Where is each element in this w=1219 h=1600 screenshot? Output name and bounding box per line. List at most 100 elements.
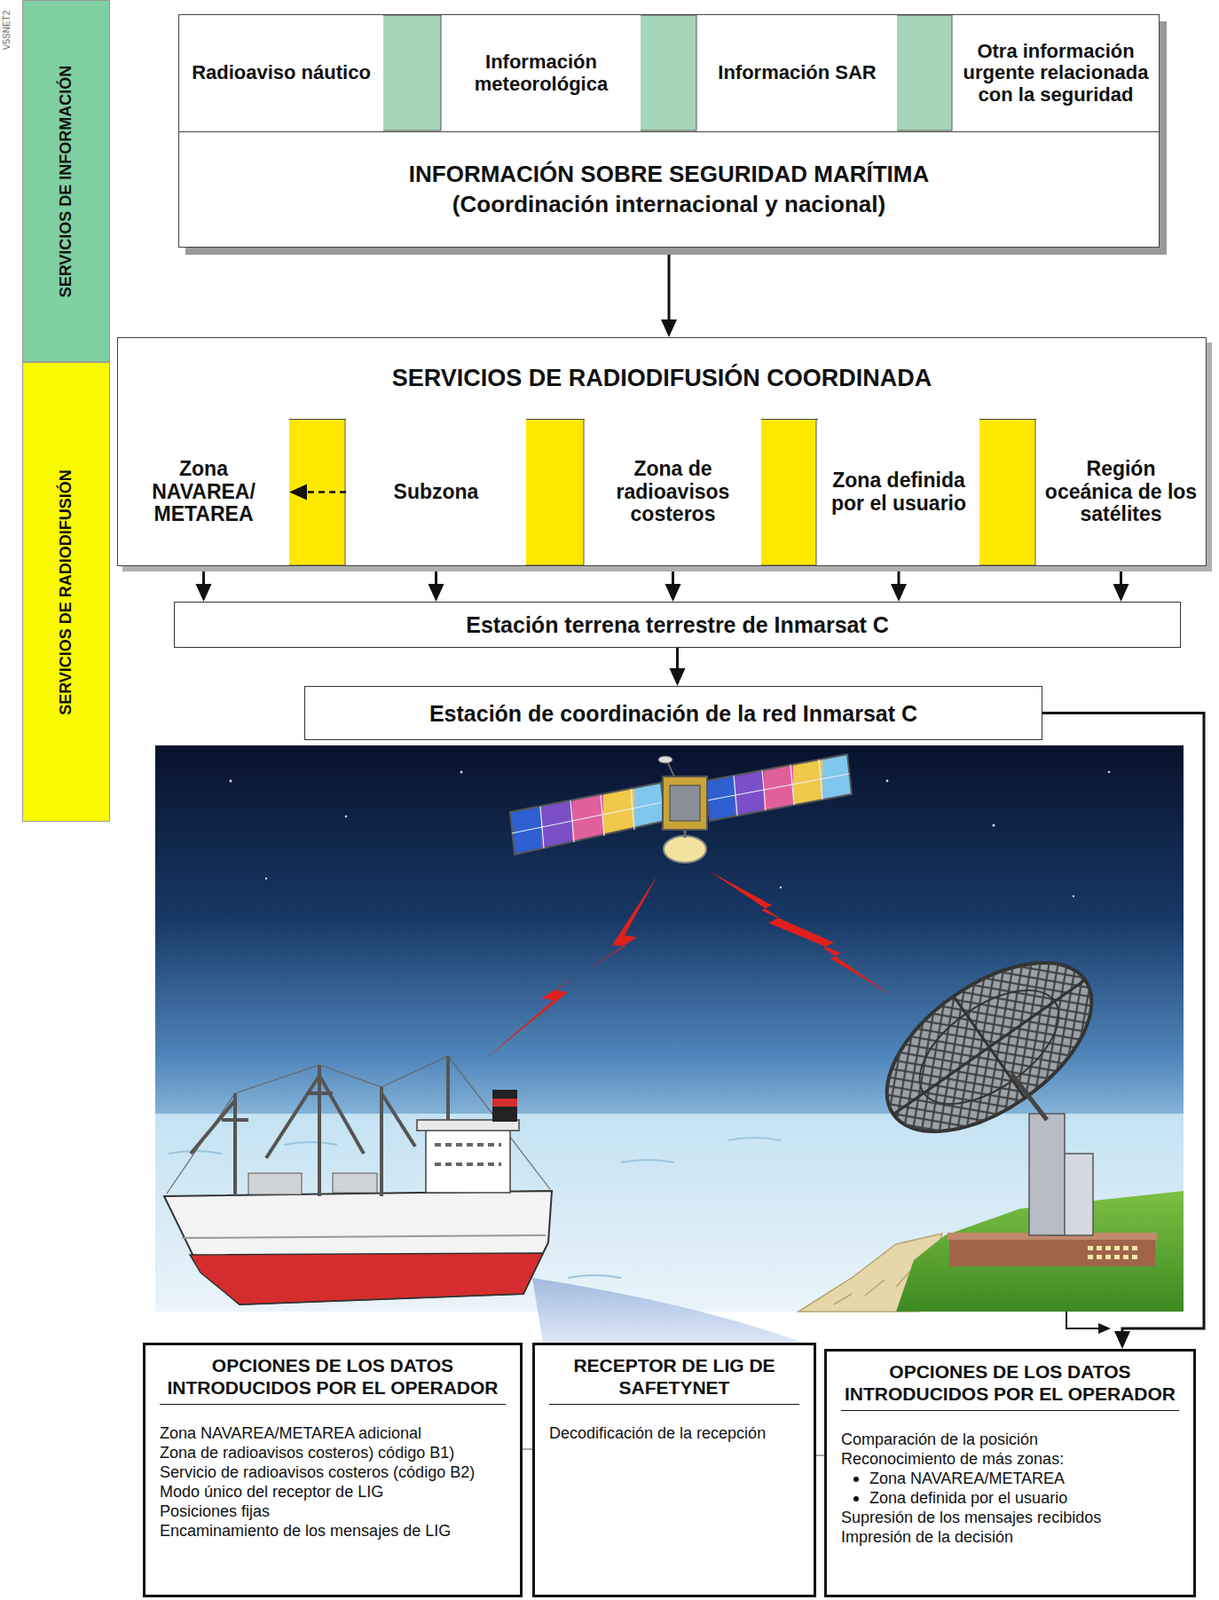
earth-station: [1132, 1254, 1138, 1259]
separator-strips: [288, 418, 346, 566]
separator-strips: [760, 418, 817, 566]
ship: [221, 1117, 249, 1122]
option-item: Impresión de la decisión: [841, 1527, 1180, 1548]
earth-station: [1123, 1245, 1129, 1251]
earth-station: [1114, 1245, 1120, 1251]
earth-station: [1105, 1245, 1111, 1251]
station-label: Estación de coordinación de la red Inmar…: [429, 700, 918, 726]
connector-arrow: [522, 1447, 533, 1450]
cell-label: Zona definida por el usuario: [825, 469, 973, 516]
band-label: SERVICIOS DE RADIODIFUSIÓN: [56, 469, 76, 716]
panel-title-area: INFORMACIÓN SOBRE SEGURIDAD MARÍTIMA(Coo…: [179, 131, 1159, 247]
category-cell: Información meteorológica: [441, 15, 641, 132]
cell-label: Información meteorológica: [448, 51, 634, 95]
panel-title: SERVICIOS DE RADIODIFUSIÓN COORDINADA: [392, 362, 933, 394]
ship: [306, 1091, 333, 1095]
radio-link-bolt: [483, 871, 892, 1061]
satellite: [658, 755, 673, 763]
side-band: SERVICIOS DE INFORMACIÓN: [22, 0, 111, 362]
radio-link-bolt: [709, 871, 892, 996]
ship: [164, 1055, 552, 1305]
category-cell: Información SAR: [697, 15, 897, 132]
option-item: Zona NAVAREA/METAREA: [869, 1469, 1065, 1489]
earth-station: [900, 967, 1078, 1127]
option-item: Supresión de los mensajes recibidos: [841, 1508, 1180, 1528]
connector-arrow: [434, 565, 438, 591]
bullet-dot: [853, 1476, 859, 1482]
connector-arrow: [1119, 565, 1123, 591]
separator-strips: [525, 418, 584, 566]
category-cell: Zona definida por el usuario: [817, 418, 980, 566]
satellite: [684, 829, 687, 838]
cell-label: Radioaviso náutico: [191, 62, 371, 85]
satellite: [662, 776, 708, 830]
scene: [155, 745, 1184, 1312]
ship: [190, 1055, 449, 1196]
station-box: Estación terrena terrestre de Inmarsat C: [173, 601, 1181, 648]
separator-strips: [977, 418, 1036, 566]
ship: [319, 1064, 382, 1087]
bullet-row: Zona NAVAREA/METAREA: [841, 1469, 1180, 1489]
bullet-row: Zona definida por el usuario: [841, 1488, 1180, 1509]
earth-station: [1011, 1073, 1047, 1120]
satellite: [707, 759, 850, 816]
ship: [164, 1190, 552, 1305]
connector-arrow: [1042, 713, 1204, 1339]
scene: [265, 877, 268, 880]
scene: [1108, 770, 1111, 774]
connector-arrow: [668, 247, 671, 327]
scene: [460, 770, 464, 774]
ship: [235, 1064, 320, 1094]
ship: [492, 1089, 518, 1122]
scene: [228, 770, 1110, 898]
earth-station: [857, 928, 1122, 1165]
earth-station: [893, 979, 1086, 1114]
figure-code: V5SNET2: [1, 3, 13, 57]
scene: [991, 823, 995, 826]
side-band: SERVICIOS DE RADIODIFUSIÓN: [22, 361, 111, 822]
separator-strips: [382, 15, 441, 131]
feed-line: [1098, 1322, 1111, 1334]
scene: [345, 815, 348, 818]
callout: [532, 1277, 803, 1343]
panel-title-area: SERVICIOS DE RADIODIFUSIÓN COORDINADA: [117, 338, 1206, 420]
earth-station: [1096, 1254, 1102, 1259]
satellite: [510, 754, 852, 863]
cell-label: Zona de radioavisos costeros: [591, 457, 755, 527]
scene: [886, 779, 889, 783]
ship: [317, 1064, 322, 1196]
callout: [532, 1277, 803, 1343]
earth-station: [857, 928, 1122, 1165]
earth-station: [1087, 1254, 1094, 1259]
satellite: [511, 788, 663, 849]
scene: [228, 778, 232, 782]
cell-label: Región oceánica de los satélites: [1043, 457, 1199, 527]
earth-station: [798, 928, 1184, 1312]
connector-arrow: [299, 490, 347, 494]
earth-station: [857, 928, 1122, 1165]
ship: [166, 1093, 236, 1194]
cell-label: Información SAR: [717, 62, 876, 85]
option-item: Zona definida por el usuario: [869, 1488, 1068, 1509]
earth-station: [1087, 1245, 1138, 1259]
earth-station: [949, 1239, 1156, 1267]
option-item: Servicio de radioavisos costeros (código…: [159, 1462, 506, 1483]
ship: [248, 1172, 302, 1195]
earth-station: [1132, 1245, 1138, 1251]
separator-strips: [896, 15, 952, 131]
earth-station: [1096, 1245, 1102, 1251]
ship: [446, 1055, 450, 1120]
cell-label: Zona NAVAREA/ METAREA: [125, 457, 283, 527]
ship: [332, 1172, 378, 1193]
ship: [381, 1055, 449, 1087]
broadcast-panel: SERVICIOS DE RADIODIFUSIÓN COORDINADA Zon…: [117, 337, 1207, 567]
earth-station: [1087, 1245, 1094, 1251]
ship: [233, 1093, 237, 1196]
option-item: Zona de radioavisos costeros) código B1): [159, 1443, 506, 1463]
option-item: Posiciones fijas: [159, 1502, 506, 1522]
option-item: Reconocimiento de más zonas:: [841, 1449, 1180, 1470]
satellite: [669, 785, 700, 821]
panel-title: INFORMACIÓN SOBRE SEGURIDAD MARÍTIMA: [408, 159, 929, 190]
ship: [181, 1234, 546, 1238]
option-item: Comparación de la posición: [841, 1430, 1180, 1450]
